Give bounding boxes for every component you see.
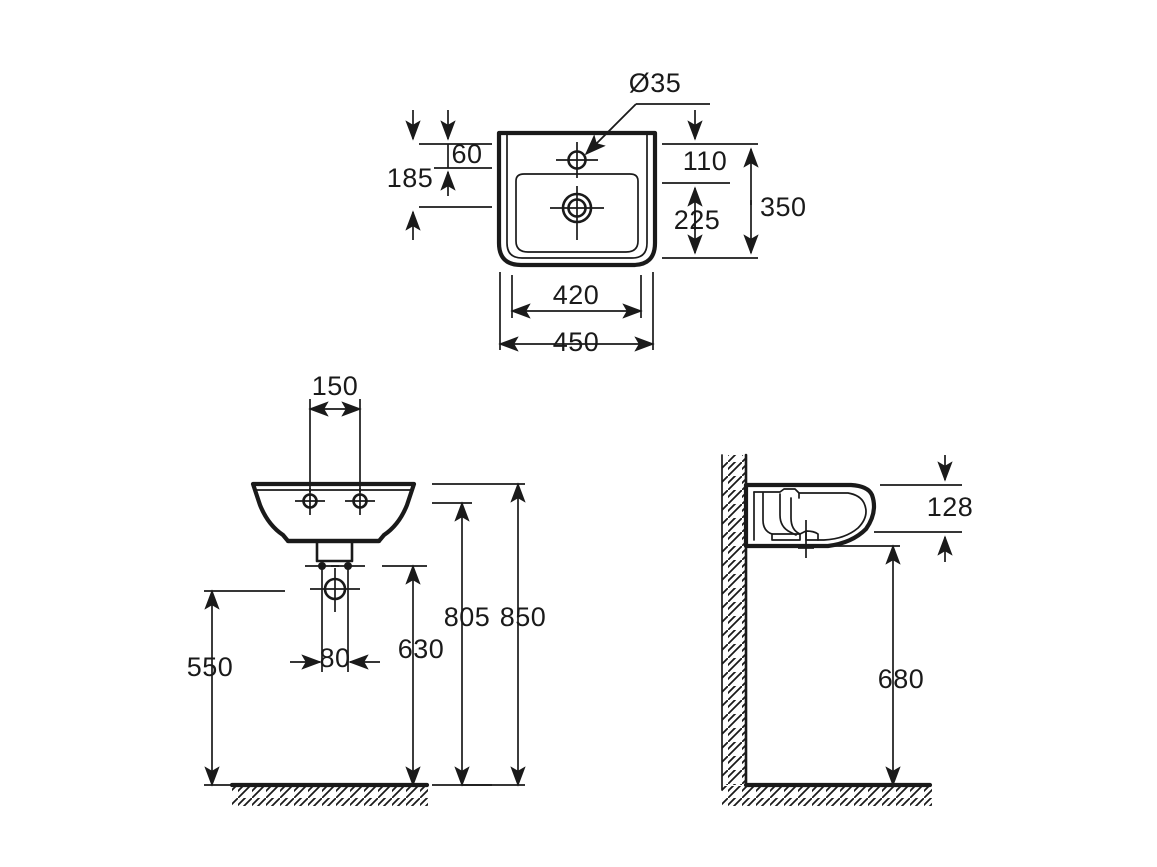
dim-850: 850 — [500, 602, 547, 632]
dim-110: 110 — [683, 146, 728, 176]
front-dim-630 — [382, 564, 427, 787]
top-view-group: Ø35 60 185 — [387, 68, 807, 357]
dim-630: 630 — [398, 634, 445, 664]
dim-550: 550 — [187, 652, 234, 682]
drain-hole-top-view — [550, 186, 604, 240]
front-view-group: 150 80 550 630 805 — [187, 371, 547, 806]
dim-80: 80 — [319, 643, 350, 673]
dim-185: 185 — [387, 163, 434, 193]
front-dim-850 — [432, 482, 526, 787]
diameter-leader — [584, 103, 710, 156]
top-view-right-dims — [662, 110, 759, 259]
side-dim-680 — [828, 544, 901, 787]
dim-128: 128 — [927, 492, 974, 522]
dim-805: 805 — [444, 602, 491, 632]
fixing-bolts — [305, 562, 365, 570]
waste-centre-side — [798, 520, 814, 558]
basin-side-section — [743, 482, 877, 549]
basin-front-outline — [250, 481, 417, 544]
dim-225: 225 — [674, 205, 721, 235]
front-dim-150 — [308, 399, 362, 492]
dim-60: 60 — [451, 139, 482, 169]
top-view-bottom-dims — [498, 272, 655, 352]
floor-side-view — [722, 782, 933, 806]
front-tap-holes — [295, 488, 375, 515]
dim-350: 350 — [760, 192, 807, 222]
dim-450: 450 — [553, 327, 600, 357]
front-dim-80 — [290, 568, 380, 672]
dim-150: 150 — [312, 371, 359, 401]
basin-top-outline — [496, 130, 658, 268]
trap-shroud — [285, 538, 382, 563]
side-view-group: 128 680 — [721, 453, 974, 806]
tap-hole-top-view — [556, 142, 598, 178]
dim-420: 420 — [553, 280, 600, 310]
waste-outlet-front — [310, 568, 360, 612]
top-view-left-dims — [405, 110, 492, 240]
front-dim-550 — [204, 589, 285, 787]
side-dim-128 — [874, 455, 962, 562]
dim-680: 680 — [878, 664, 925, 694]
dim-d35: Ø35 — [629, 68, 682, 98]
wall-section — [721, 453, 748, 791]
floor-front-view — [229, 782, 430, 806]
